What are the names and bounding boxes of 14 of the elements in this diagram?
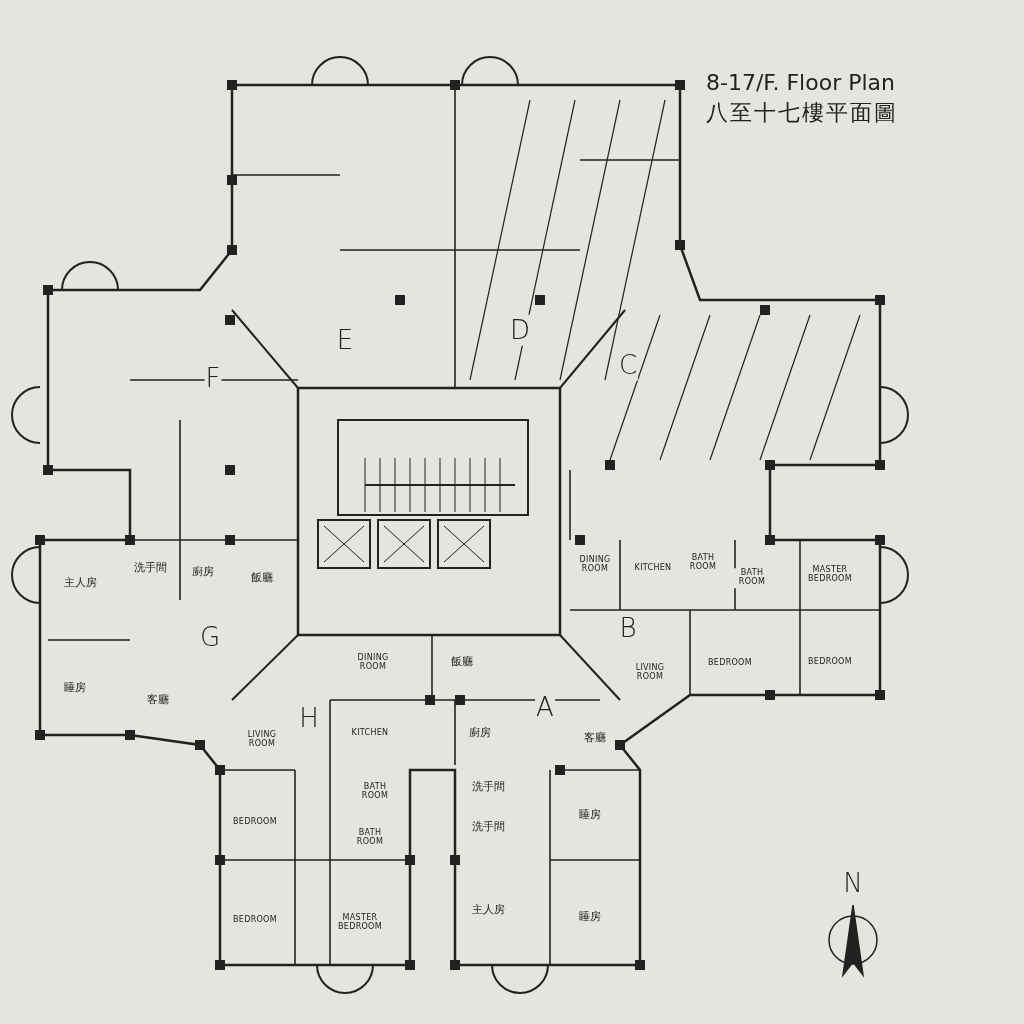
room-label: 飯廳 xyxy=(450,654,474,670)
room-label: 客廳 xyxy=(146,692,170,708)
room-label: 廚房 xyxy=(191,564,215,580)
room-label: 睡房 xyxy=(578,807,602,823)
room-label: 洗手間 xyxy=(470,819,506,835)
room-label: 洗手間 xyxy=(132,560,168,576)
room-label: 洗手間 xyxy=(470,779,506,795)
room-label: 主人房 xyxy=(470,902,506,918)
room-label: 主人房 xyxy=(62,575,98,591)
room-label: 飯廳 xyxy=(250,570,274,586)
room-label: 廚房 xyxy=(468,725,492,741)
room-label: 睡房 xyxy=(578,909,602,925)
room-label: 客廳 xyxy=(583,730,607,746)
room-label: 睡房 xyxy=(63,680,87,696)
